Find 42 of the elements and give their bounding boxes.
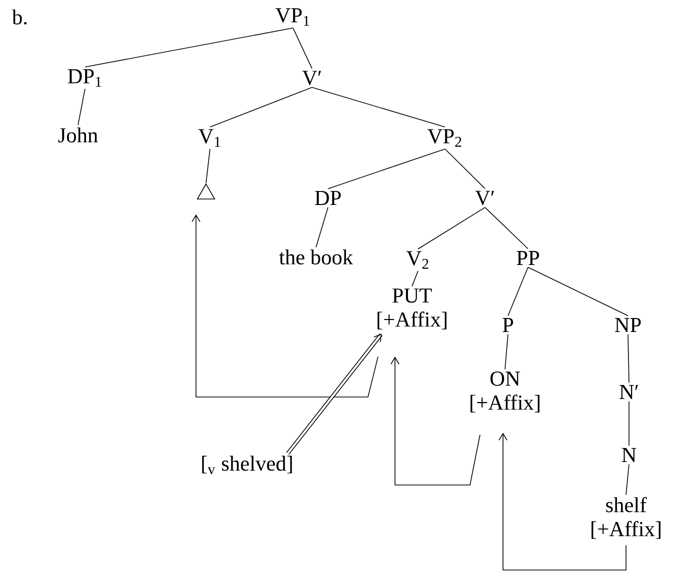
- branch-line: [210, 87, 312, 128]
- branch-line: [206, 148, 210, 184]
- tree-label: V$_{1}$: [198, 129, 220, 147]
- branch-line: [84, 28, 294, 68]
- branch-line: [508, 266, 528, 316]
- branch-line: [484, 207, 528, 250]
- movement-arrow: [390, 356, 480, 486]
- movement-arrow: [192, 214, 378, 398]
- branch-line: [418, 207, 486, 250]
- branch-line: [628, 400, 630, 446]
- branch-line: [628, 334, 630, 384]
- tree-label: V′: [302, 70, 321, 86]
- tree-label: V$_{2}$: [406, 251, 428, 269]
- tree-label: P: [502, 318, 514, 332]
- branch-line: [504, 334, 508, 370]
- tree-label: PUT [+Affix]: [378, 288, 446, 330]
- tree-label: ON [+Affix]: [470, 372, 540, 412]
- tree-label: [$_{v}$ shelved]: [202, 456, 292, 474]
- tree-label: VP$_{2}$: [428, 129, 462, 147]
- tree-label: DP: [314, 191, 341, 205]
- branch-line: [444, 148, 486, 189]
- tree-label: shelf [+Affix]: [592, 497, 660, 539]
- item-label: b.: [12, 9, 27, 25]
- tree-label: N′: [620, 385, 638, 399]
- double-arrow: [286, 333, 382, 455]
- tree-label: PP: [516, 251, 539, 265]
- tree-label: NP: [614, 318, 641, 332]
- branch-line: [528, 266, 628, 316]
- tree-label: DP$_{1}$: [68, 69, 102, 87]
- branch-line: [292, 28, 312, 69]
- branch-line: [78, 88, 86, 126]
- branch-line: [412, 270, 418, 287]
- tree-label: N: [622, 448, 636, 462]
- tree-label: the book: [279, 249, 354, 264]
- branch-line: [316, 206, 328, 248]
- branch-line: [626, 464, 630, 496]
- movement-arrow: [498, 432, 626, 570]
- branch-line: [312, 87, 446, 128]
- tree-label: VP$_{1}$: [276, 8, 310, 26]
- branch-line: [328, 148, 446, 190]
- tree-label: V′: [475, 190, 494, 206]
- tree-label: John: [58, 127, 98, 142]
